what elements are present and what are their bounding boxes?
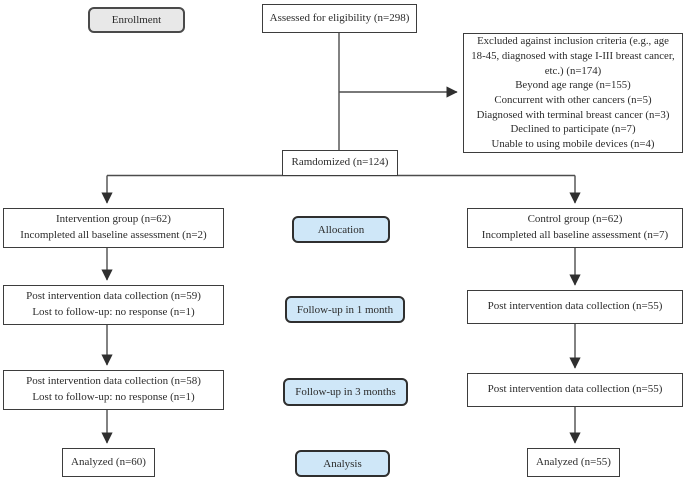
excluded-reason: Concurrent with other cancers (n=5) [494,94,652,106]
intervention-group-line2: Incompleted all baseline assessment (n=2… [20,229,207,241]
control-group-box: Control group (n=62) Incompleted all bas… [467,208,683,248]
intervention-followup1-line2: Lost to follow-up: no response (n=1) [32,306,195,318]
control-group-line1: Control group (n=62) [527,213,623,226]
excluded-reason: Unable to using mobile devices (n=4) [491,138,655,151]
analyzed-intervention-box: Analyzed (n=60) [62,448,155,477]
control-followup1-box: Post intervention data collection (n=55) [467,290,683,324]
allocation-stage-badge: Allocation [292,216,390,243]
followup-1-month-stage-badge: Follow-up in 1 month [285,296,405,323]
control-group-line2: Incompleted all baseline assessment (n=7… [481,229,669,241]
excluded-reason: Diagnosed with terminal breast cancer (n… [476,108,670,121]
followup-3-months-stage-badge: Follow-up in 3 months [283,378,408,406]
randomized-box: Ramdomized (n=124) [282,150,398,176]
excluded-reason: Beyond age range (n=155) [515,79,631,92]
intervention-followup3-line1: Post intervention data collection (n=58) [26,375,201,388]
analyzed-control-box: Analyzed (n=55) [527,448,620,477]
intervention-followup1-line1: Post intervention data collection (n=59) [26,290,201,303]
excluded-reason: Excluded against inclusion criteria (e.g… [471,35,675,77]
intervention-followup3-box: Post intervention data collection (n=58)… [3,370,224,410]
intervention-followup1-box: Post intervention data collection (n=59)… [3,285,224,325]
intervention-followup3-line2: Lost to follow-up: no response (n=1) [32,391,195,403]
enrollment-stage-badge: Enrollment [88,7,185,33]
control-followup3-box: Post intervention data collection (n=55) [467,373,683,407]
excluded-reason: Declined to participate (n=7) [510,123,636,136]
excluded-box: Excluded against inclusion criteria (e.g… [463,33,683,153]
intervention-group-box: Intervention group (n=62) Incompleted al… [3,208,224,248]
analysis-stage-badge: Analysis [295,450,390,477]
assessed-for-eligibility-box: Assessed for eligibility (n=298) [262,4,417,33]
intervention-group-line1: Intervention group (n=62) [56,213,171,226]
